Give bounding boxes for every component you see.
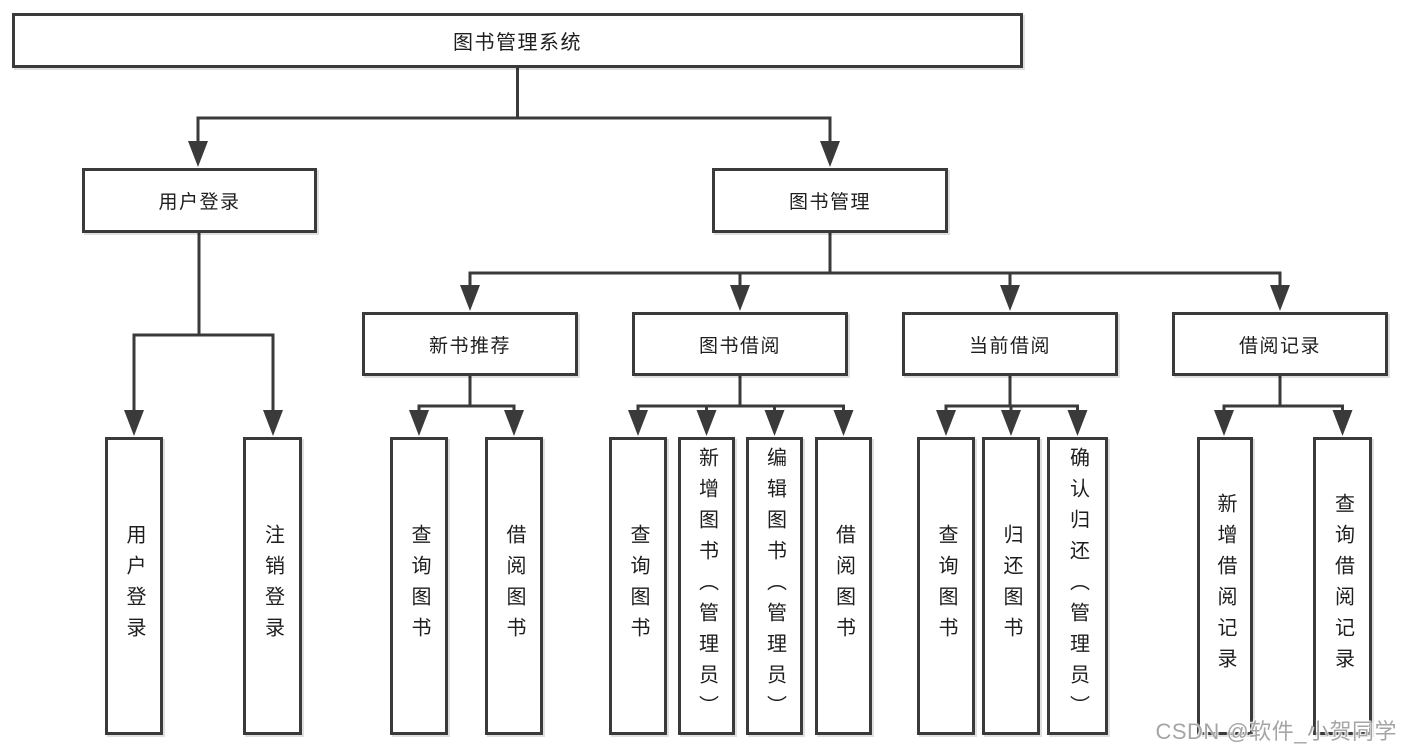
arrow-down-icon: [1332, 410, 1353, 436]
arrow-down-icon: [1000, 285, 1020, 311]
leaf-confirm-return-admin: 确认归还（管理员）: [1047, 437, 1108, 735]
arrow-down-icon: [409, 410, 429, 436]
leaf-label: 用户登录: [123, 524, 145, 648]
leaf-label: 借阅图书: [832, 524, 855, 648]
arrow-down-icon: [504, 410, 524, 436]
arrow-down-icon: [1270, 285, 1290, 311]
node-library-system: 图书管理系统: [12, 13, 1023, 68]
arrow-down-icon: [833, 410, 854, 436]
leaf-label: 归还图书: [1000, 524, 1022, 648]
leaf-query-borrow-record: 查询借阅记录: [1313, 437, 1372, 735]
arrow-down-icon: [1214, 410, 1234, 436]
arrow-down-icon: [1001, 410, 1021, 436]
leaf-add-borrow-record: 新增借阅记录: [1197, 437, 1253, 735]
leaf-label: 注销登录: [261, 524, 284, 648]
arrow-down-icon: [628, 410, 648, 436]
leaf-query-books-2: 查询图书: [609, 437, 667, 735]
leaf-borrow-books-1: 借阅图书: [485, 437, 543, 735]
leaf-label: 查询图书: [935, 524, 957, 648]
arrow-down-icon: [263, 410, 283, 436]
leaf-logout: 注销登录: [243, 437, 302, 735]
leaf-edit-books-admin: 编辑图书（管理员）: [746, 437, 803, 735]
leaf-label: 新增图书（管理员）: [695, 446, 718, 726]
leaf-add-books-admin: 新增图书（管理员）: [678, 437, 735, 735]
arrow-down-icon: [696, 410, 717, 436]
leaf-query-books-3: 查询图书: [917, 437, 975, 735]
leaf-user-login: 用户登录: [105, 437, 163, 735]
arrow-down-icon: [764, 410, 785, 436]
leaf-label: 新增借阅记录: [1214, 493, 1236, 679]
leaf-label: 查询借阅记录: [1331, 493, 1354, 679]
leaf-label: 查询图书: [627, 524, 649, 648]
arrow-down-icon: [1067, 410, 1088, 436]
csdn-watermark: CSDN @软件_小贺同学: [1155, 719, 1397, 744]
arrow-down-icon: [460, 285, 480, 311]
leaf-borrow-books-2: 借阅图书: [815, 437, 872, 735]
node-book-management: 图书管理: [712, 168, 948, 233]
node-borrowing-records: 借阅记录: [1172, 312, 1388, 376]
node-user-login: 用户登录: [82, 168, 317, 233]
arrow-down-icon: [730, 285, 750, 311]
node-current-borrowing: 当前借阅: [902, 312, 1118, 376]
arrow-down-icon: [936, 410, 956, 436]
leaf-label: 确认归还（管理员）: [1066, 446, 1089, 726]
arrow-down-icon: [820, 141, 840, 167]
leaf-label: 编辑图书（管理员）: [763, 446, 786, 726]
leaf-label: 借阅图书: [503, 524, 525, 648]
node-new-book-recommend: 新书推荐: [362, 312, 578, 376]
leaf-label: 查询图书: [408, 524, 430, 648]
node-book-borrowing: 图书借阅: [632, 312, 848, 376]
leaf-return-books: 归还图书: [982, 437, 1040, 735]
leaf-query-books-1: 查询图书: [390, 437, 448, 735]
arrow-down-icon: [124, 410, 144, 436]
arrow-down-icon: [188, 141, 208, 167]
